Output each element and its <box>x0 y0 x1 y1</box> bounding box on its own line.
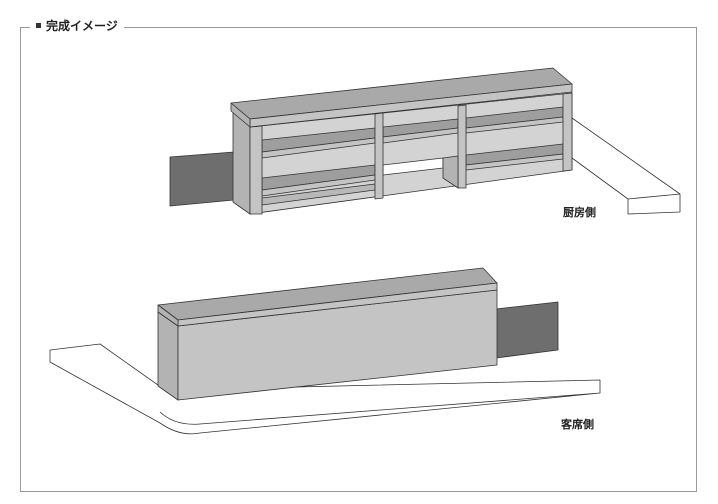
kitchen-side-panel <box>169 151 235 207</box>
customer-side-label: 客席側 <box>561 418 594 431</box>
figure-title: 完成イメージ <box>30 17 124 34</box>
customer-counter <box>157 267 498 401</box>
kitchen-side-label: 厨房側 <box>563 206 596 219</box>
customer-floor-outline <box>49 343 601 435</box>
title-text: 完成イメージ <box>46 19 118 33</box>
kitchen-counter-outline <box>571 117 681 215</box>
bullet-square-icon <box>36 23 41 28</box>
figure-frame <box>20 27 697 492</box>
customer-side-panel <box>495 301 559 359</box>
kitchen-shelf-unit <box>230 67 573 215</box>
